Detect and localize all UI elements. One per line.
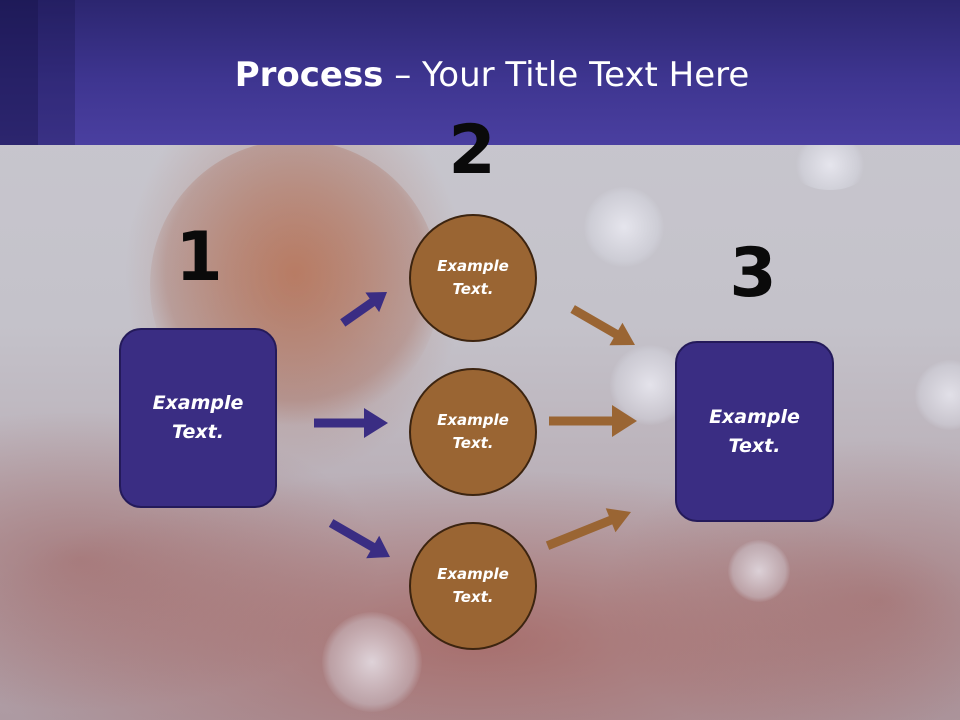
step-number-3: 3 <box>729 234 777 313</box>
step-3-box-label-line1: Example <box>709 405 800 428</box>
step-3-box[interactable]: Example Text. <box>675 341 834 522</box>
circle-label-line2: Text. <box>452 280 494 298</box>
step-2-circle-top[interactable]: Example Text. <box>409 214 537 342</box>
arrow-up-right-brown[interactable] <box>543 500 636 558</box>
circle-label-line1: Example <box>437 411 509 429</box>
step-number-1: 1 <box>175 218 223 297</box>
arrow-up-right-blue[interactable] <box>336 282 394 333</box>
step-1-box-label-line2: Text. <box>172 421 224 443</box>
step-1-box[interactable]: Example Text. <box>119 328 277 508</box>
step-number-2: 2 <box>448 111 496 190</box>
circle-label-line1: Example <box>437 565 509 583</box>
arrow-right-blue[interactable] <box>314 408 388 438</box>
circle-label-line2: Text. <box>452 588 494 606</box>
step-1-box-label-line1: Example <box>152 392 244 414</box>
step-2-circle-middle[interactable]: Example Text. <box>409 368 537 496</box>
step-3-box-label-line2: Text. <box>728 434 781 457</box>
title-bar <box>0 0 960 145</box>
arrow-down-right-blue[interactable] <box>325 512 397 569</box>
circle-label-line1: Example <box>437 257 509 275</box>
slide-title-bold: Process <box>234 55 384 95</box>
arrow-right-brown[interactable] <box>549 405 637 437</box>
circle-label-line2: Text. <box>452 434 494 452</box>
slide-title-rest: – Your Title Text Here <box>383 55 750 95</box>
arrow-down-right-brown[interactable] <box>566 298 641 357</box>
step-2-circle-bottom[interactable]: Example Text. <box>409 522 537 650</box>
slide-title[interactable]: Process – Your Title Text Here <box>0 52 960 98</box>
title-bar-accent <box>38 0 75 145</box>
title-bar-accent <box>0 0 38 145</box>
